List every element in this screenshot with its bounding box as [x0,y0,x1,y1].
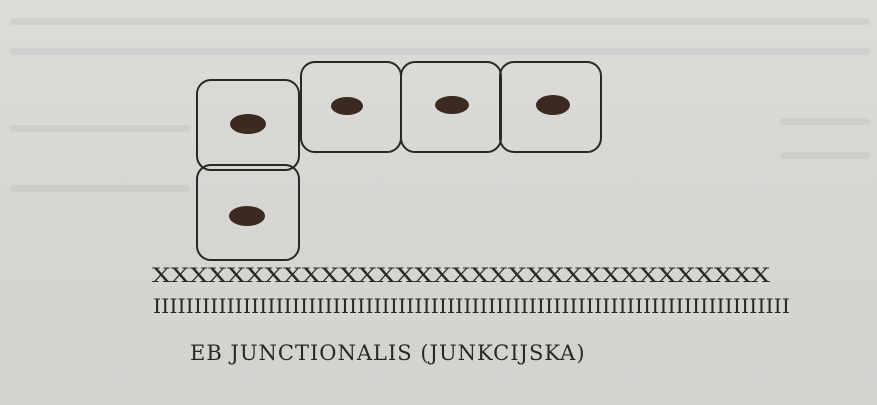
cell-nucleus [230,114,266,134]
bleed-through-line [10,48,870,55]
bleed-through-line [780,152,870,159]
connective-tissue-i-row: IIIIIIIIIIIIIIIIIIIIIIIIIIIIIIIIIIIIIIII… [153,294,790,318]
epithelial-cell [196,164,300,261]
diagram-caption: EB JUNCTIONALIS (JUNKCIJSKA) [190,341,586,365]
epithelial-cell [196,79,300,171]
bleed-through-line [10,185,190,192]
bleed-through-line [10,18,870,25]
epithelial-cell [499,61,602,153]
basal-lamina-x-row: XXXXXXXXXXXXXXXXXXXXXXXXXXXXXXXXX [152,263,771,287]
bleed-through-line [780,118,870,125]
cell-nucleus [331,97,363,115]
cell-nucleus [536,95,570,115]
bleed-through-line [10,125,190,132]
cell-nucleus [435,96,469,114]
cell-nucleus [229,206,265,226]
